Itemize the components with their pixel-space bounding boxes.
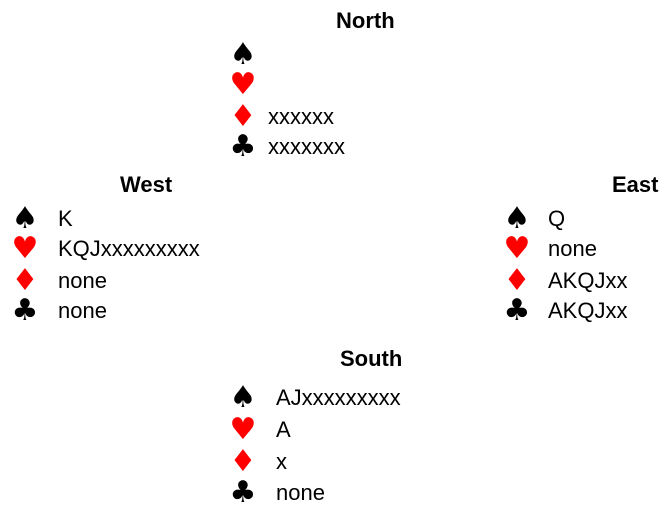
club-icon: ♣ (229, 129, 257, 164)
club-icon: ♣ (503, 293, 531, 328)
diamond-icon: ♦ (229, 99, 257, 134)
north-diamonds-holding: xxxxxx (268, 104, 334, 129)
club-icon: ♣ (229, 475, 257, 510)
south-hearts-holding: A (276, 417, 291, 442)
spade-icon: ♠ (11, 201, 39, 236)
east-spades-holding: Q (548, 206, 566, 231)
diamond-icon: ♦ (11, 263, 39, 298)
heart-icon: ♥ (229, 67, 257, 102)
heart-icon: ♥ (229, 412, 257, 447)
south-diamonds-holding: x (276, 449, 287, 474)
north-title: North (336, 8, 395, 33)
spade-icon: ♠ (229, 37, 257, 72)
south-spades-holding: AJxxxxxxxxx (276, 385, 401, 410)
diamond-icon: ♦ (229, 444, 257, 479)
south-clubs-holding: none (276, 480, 325, 505)
west-spades-holding: K (58, 206, 73, 231)
spade-icon: ♠ (503, 201, 531, 236)
west-diamonds-holding: none (58, 268, 107, 293)
spade-icon: ♠ (229, 380, 257, 415)
east-hearts-holding: none (548, 236, 597, 261)
west-clubs-holding: none (58, 298, 107, 323)
heart-icon: ♥ (503, 231, 531, 266)
west-title: West (120, 172, 173, 197)
club-icon: ♣ (11, 293, 39, 328)
diamond-icon: ♦ (503, 263, 531, 298)
east-diamonds-holding: AKQJxx (548, 268, 628, 293)
south-title: South (340, 346, 403, 371)
west-hearts-holding: KQJxxxxxxxxx (58, 236, 200, 261)
north-clubs-holding: xxxxxxx (268, 134, 345, 159)
heart-icon: ♥ (11, 231, 39, 266)
east-title: East (612, 172, 659, 197)
east-clubs-holding: AKQJxx (548, 298, 628, 323)
